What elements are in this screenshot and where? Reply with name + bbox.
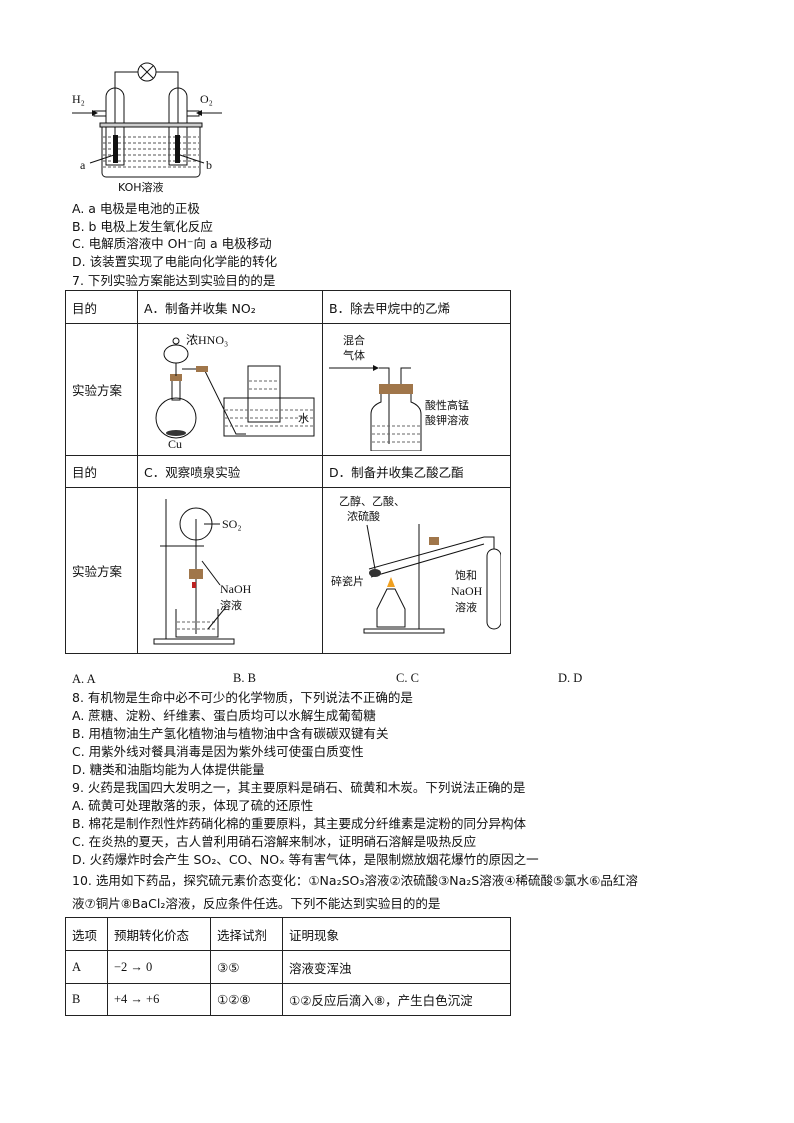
- q10-table: 选项 预期转化价态 选择试剂 证明现象 A −2 → 0 ③⑤ 溶液变浑浊 B …: [65, 917, 511, 1016]
- cell: ③⑤: [210, 950, 283, 984]
- purpose-label: 目的: [65, 455, 138, 488]
- option-a-title: A．制备并收集 NO₂: [137, 290, 323, 324]
- option-c-title: C．观察喷泉实验: [137, 455, 323, 488]
- reagents-label-1: 乙醇、乙酸、: [339, 494, 405, 508]
- q9-option-d: D. 火药爆炸时会产生 SO₂、CO、NOₓ 等有害气体，是限制燃放烟花爆竹的原…: [72, 852, 539, 867]
- q9-stem: 9. 火药是我国四大发明之一，其主要原料是硝石、硫黄和木炭。下列说法正确的是: [72, 780, 526, 795]
- option-d-title: D．制备并收集乙酸乙酯: [322, 455, 511, 488]
- q7-option-d: D. D: [558, 671, 583, 685]
- no2-apparatus: 浓HNO₃ Cu 水: [155, 333, 315, 451]
- q6-option-a: A. a 电极是电池的正极: [72, 201, 200, 216]
- cell: +4 → +6: [107, 983, 211, 1016]
- chip-label: 碎瓷片: [331, 574, 364, 588]
- table-row: B +4 → +6 ①②⑧ ①②反应后滴入⑧，产生白色沉淀: [65, 983, 511, 1016]
- solution-label: 溶液: [220, 598, 242, 612]
- cell: ①②⑧: [210, 983, 283, 1016]
- cell: −2 → 0: [107, 950, 211, 984]
- naoh-d-label: NaOH: [451, 584, 483, 598]
- header-phenomenon: 证明现象: [282, 917, 511, 951]
- cell: A: [65, 950, 108, 984]
- purpose-label: 目的: [65, 290, 138, 324]
- plan-label: 实验方案: [65, 487, 138, 654]
- q10-stem-line-2: 液⑦铜片⑧BaCl₂溶液，反应条件任选。下列不能达到实验目的的是: [72, 896, 441, 911]
- cell: B: [65, 983, 108, 1016]
- ester-apparatus: 乙醇、乙酸、 浓硫酸 碎瓷片 饱和 NaOH 溶液: [331, 494, 502, 634]
- option-b-figure: 混合 气体 酸性高锰 酸钾溶液: [322, 323, 511, 456]
- kmno4-label-2: 酸钾溶液: [425, 413, 469, 427]
- plan-label: 实验方案: [65, 323, 138, 456]
- q6-option-d: D. 该装置实现了电能向化学能的转化: [72, 254, 278, 269]
- option-d-figure: 乙醇、乙酸、 浓硫酸 碎瓷片 饱和 NaOH 溶液: [322, 487, 511, 654]
- table-row: A −2 → 0 ③⑤ 溶液变浑浊: [65, 950, 511, 984]
- q8-option-a: A. 蔗糖、淀粉、纤维素、蛋白质均可以水解生成葡萄糖: [72, 708, 376, 723]
- reagents-label-2: 浓硫酸: [347, 509, 380, 523]
- q6-option-b: B. b 电极上发生氧化反应: [72, 219, 213, 234]
- electrode-a-label: a: [80, 158, 86, 172]
- q9-option-c: C. 在炎热的夏天，古人曾利用硝石溶解来制冰，证明硝石溶解是吸热反应: [72, 834, 477, 849]
- so2-label: SO₂: [222, 517, 242, 531]
- electrode-b-label: b: [206, 158, 212, 172]
- mixed-gas-label-1: 混合: [343, 333, 365, 347]
- solution-d-label: 溶液: [455, 600, 477, 614]
- q8-option-b: B. 用植物油生产氢化植物油与植物油中含有碳碳双键有关: [72, 726, 389, 741]
- header-reagent: 选择试剂: [210, 917, 283, 951]
- o2-label: O₂: [200, 92, 213, 106]
- q9-option-a: A. 硫黄可处理散落的汞，体现了硫的还原性: [72, 798, 314, 813]
- q7-option-c: C. C: [396, 671, 419, 685]
- kmno4-label-1: 酸性高锰: [425, 398, 469, 412]
- q8-option-c: C. 用紫外线对餐具消毒是因为紫外线可使蛋白质变性: [72, 744, 364, 759]
- q7-stem: 7. 下列实验方案能达到实验目的的是: [72, 273, 276, 288]
- table-header-row: 选项 预期转化价态 选择试剂 证明现象: [65, 917, 511, 951]
- fountain-apparatus: SO₂ NaOH 溶液: [153, 499, 252, 645]
- gas-washing-bottle: 混合 气体 酸性高锰 酸钾溶液: [329, 333, 469, 451]
- naoh-label: NaOH: [220, 582, 252, 596]
- cu-label: Cu: [168, 437, 182, 451]
- header-option: 选项: [65, 917, 108, 951]
- h2-label: H₂: [72, 92, 85, 106]
- option-c-figure: SO₂ NaOH 溶液: [137, 487, 323, 654]
- q7-option-a: A. A: [72, 672, 96, 686]
- water-label: 水: [298, 412, 309, 425]
- cell: ①②反应后滴入⑧，产生白色沉淀: [282, 983, 511, 1016]
- saturated-label: 饱和: [455, 568, 477, 582]
- q7-table: 目的 A．制备并收集 NO₂ B．除去甲烷中的乙烯 实验方案: [65, 290, 511, 654]
- q6-option-c: C. 电解质溶液中 OH⁻向 a 电极移动: [72, 236, 272, 251]
- q9-option-b: B. 棉花是制作烈性炸药硝化棉的重要原料，其主要成分纤维素是淀粉的同分异构体: [72, 816, 527, 831]
- q7-option-b: B. B: [233, 671, 256, 685]
- q8-stem: 8. 有机物是生命中必不可少的化学物质，下列说法不正确的是: [72, 690, 413, 705]
- acid-label: 浓HNO₃: [186, 333, 228, 347]
- fuel-cell-diagram: H₂ O₂ a b KOH溶液: [72, 62, 222, 194]
- q10-stem-line-1: 10. 选用如下药品，探究硫元素价态变化：①Na₂SO₃溶液②浓硫酸③Na₂S溶…: [72, 873, 638, 888]
- cell: 溶液变浑浊: [282, 950, 511, 984]
- option-a-figure: 浓HNO₃ Cu 水: [137, 323, 323, 456]
- mixed-gas-label-2: 气体: [343, 348, 365, 362]
- option-b-title: B．除去甲烷中的乙烯: [322, 290, 511, 324]
- koh-label: KOH溶液: [118, 180, 164, 194]
- q8-option-d: D. 糖类和油脂均能为人体提供能量: [72, 762, 265, 777]
- header-valence: 预期转化价态: [107, 917, 211, 951]
